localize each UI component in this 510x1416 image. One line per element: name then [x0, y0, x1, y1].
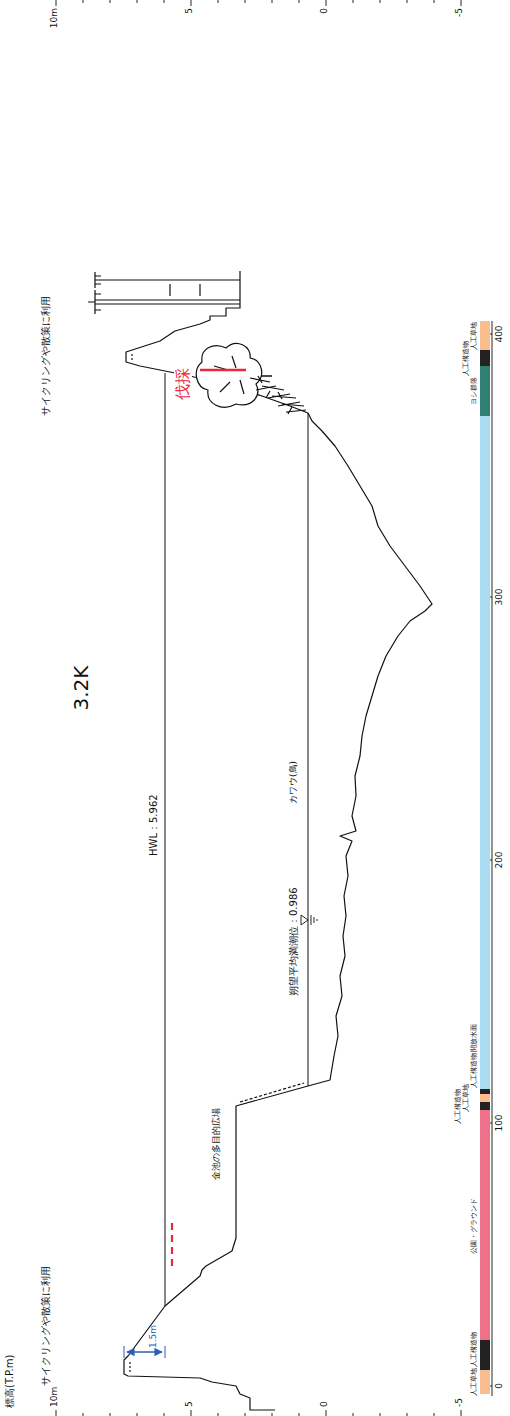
land-use-band: 人工草地: [480, 321, 490, 350]
level-label: HWL：5.962: [148, 794, 159, 856]
land-use-label: 人工草地: [471, 322, 478, 350]
felling-note: 伐採: [174, 366, 192, 402]
distance-tick: 400: [495, 325, 505, 342]
distance-tick: 0: [495, 1383, 505, 1389]
land-use-label: 人工構造物: [471, 1053, 478, 1088]
land-use-label: 人工草地: [471, 1368, 478, 1396]
elevation-tick: 10m: [50, 8, 60, 28]
land-use-band: ヨシ群落: [480, 366, 490, 416]
distance-tick: 300: [495, 588, 505, 605]
elevation-tick: 5: [185, 8, 195, 14]
land-use-band: 人工構造物: [480, 1340, 490, 1370]
land-use-label: 人工構造物: [471, 1332, 478, 1367]
distance-tick: 200: [495, 851, 505, 868]
height-dimension: 1.5m: [149, 1325, 159, 1348]
elevation-tick: 10m: [50, 1387, 60, 1407]
usage-note: サイクリングや散策に利用: [40, 296, 51, 416]
usage-note: サイクリングや散策に利用: [40, 1266, 51, 1386]
land-use-band: 人工構造物: [480, 350, 490, 366]
land-use-label: 開放水面: [471, 1024, 478, 1052]
land-use-band: 人工構造物: [480, 1089, 490, 1094]
level-label: 朔望平均満潮位：0.986: [288, 887, 299, 996]
elevation-tick: 0: [320, 1401, 330, 1407]
section-title: 3.2K: [70, 666, 92, 711]
land-use-label: 公園・グラウンド: [471, 1198, 478, 1254]
elevation-tick: -5: [455, 8, 465, 17]
land-use-band: 人工草地: [480, 1094, 490, 1102]
axis-title: 標高(T.P.m): [4, 1355, 15, 1408]
species-note: カワウ(鳥): [289, 761, 299, 804]
land-use-band: 人工草地: [480, 1370, 490, 1394]
elevation-tick: 0: [320, 8, 330, 14]
elevation-tick: -5: [455, 1398, 465, 1407]
area-name: 金池の多目的広場: [212, 1108, 222, 1180]
land-use-label: ヨシ群落: [471, 377, 478, 405]
land-use-label: 人工草地: [463, 1084, 470, 1112]
land-use-band: 人工構造物: [480, 1102, 490, 1110]
distance-tick: 100: [495, 1114, 505, 1131]
land-use-label: 人工構造物: [455, 1089, 462, 1124]
land-use-band: 公園・グラウンド: [480, 1110, 490, 1340]
land-use-label: 人工構造物: [463, 341, 470, 376]
land-use-band: 開放水面: [480, 416, 490, 1089]
elevation-tick: 5: [185, 1401, 195, 1407]
